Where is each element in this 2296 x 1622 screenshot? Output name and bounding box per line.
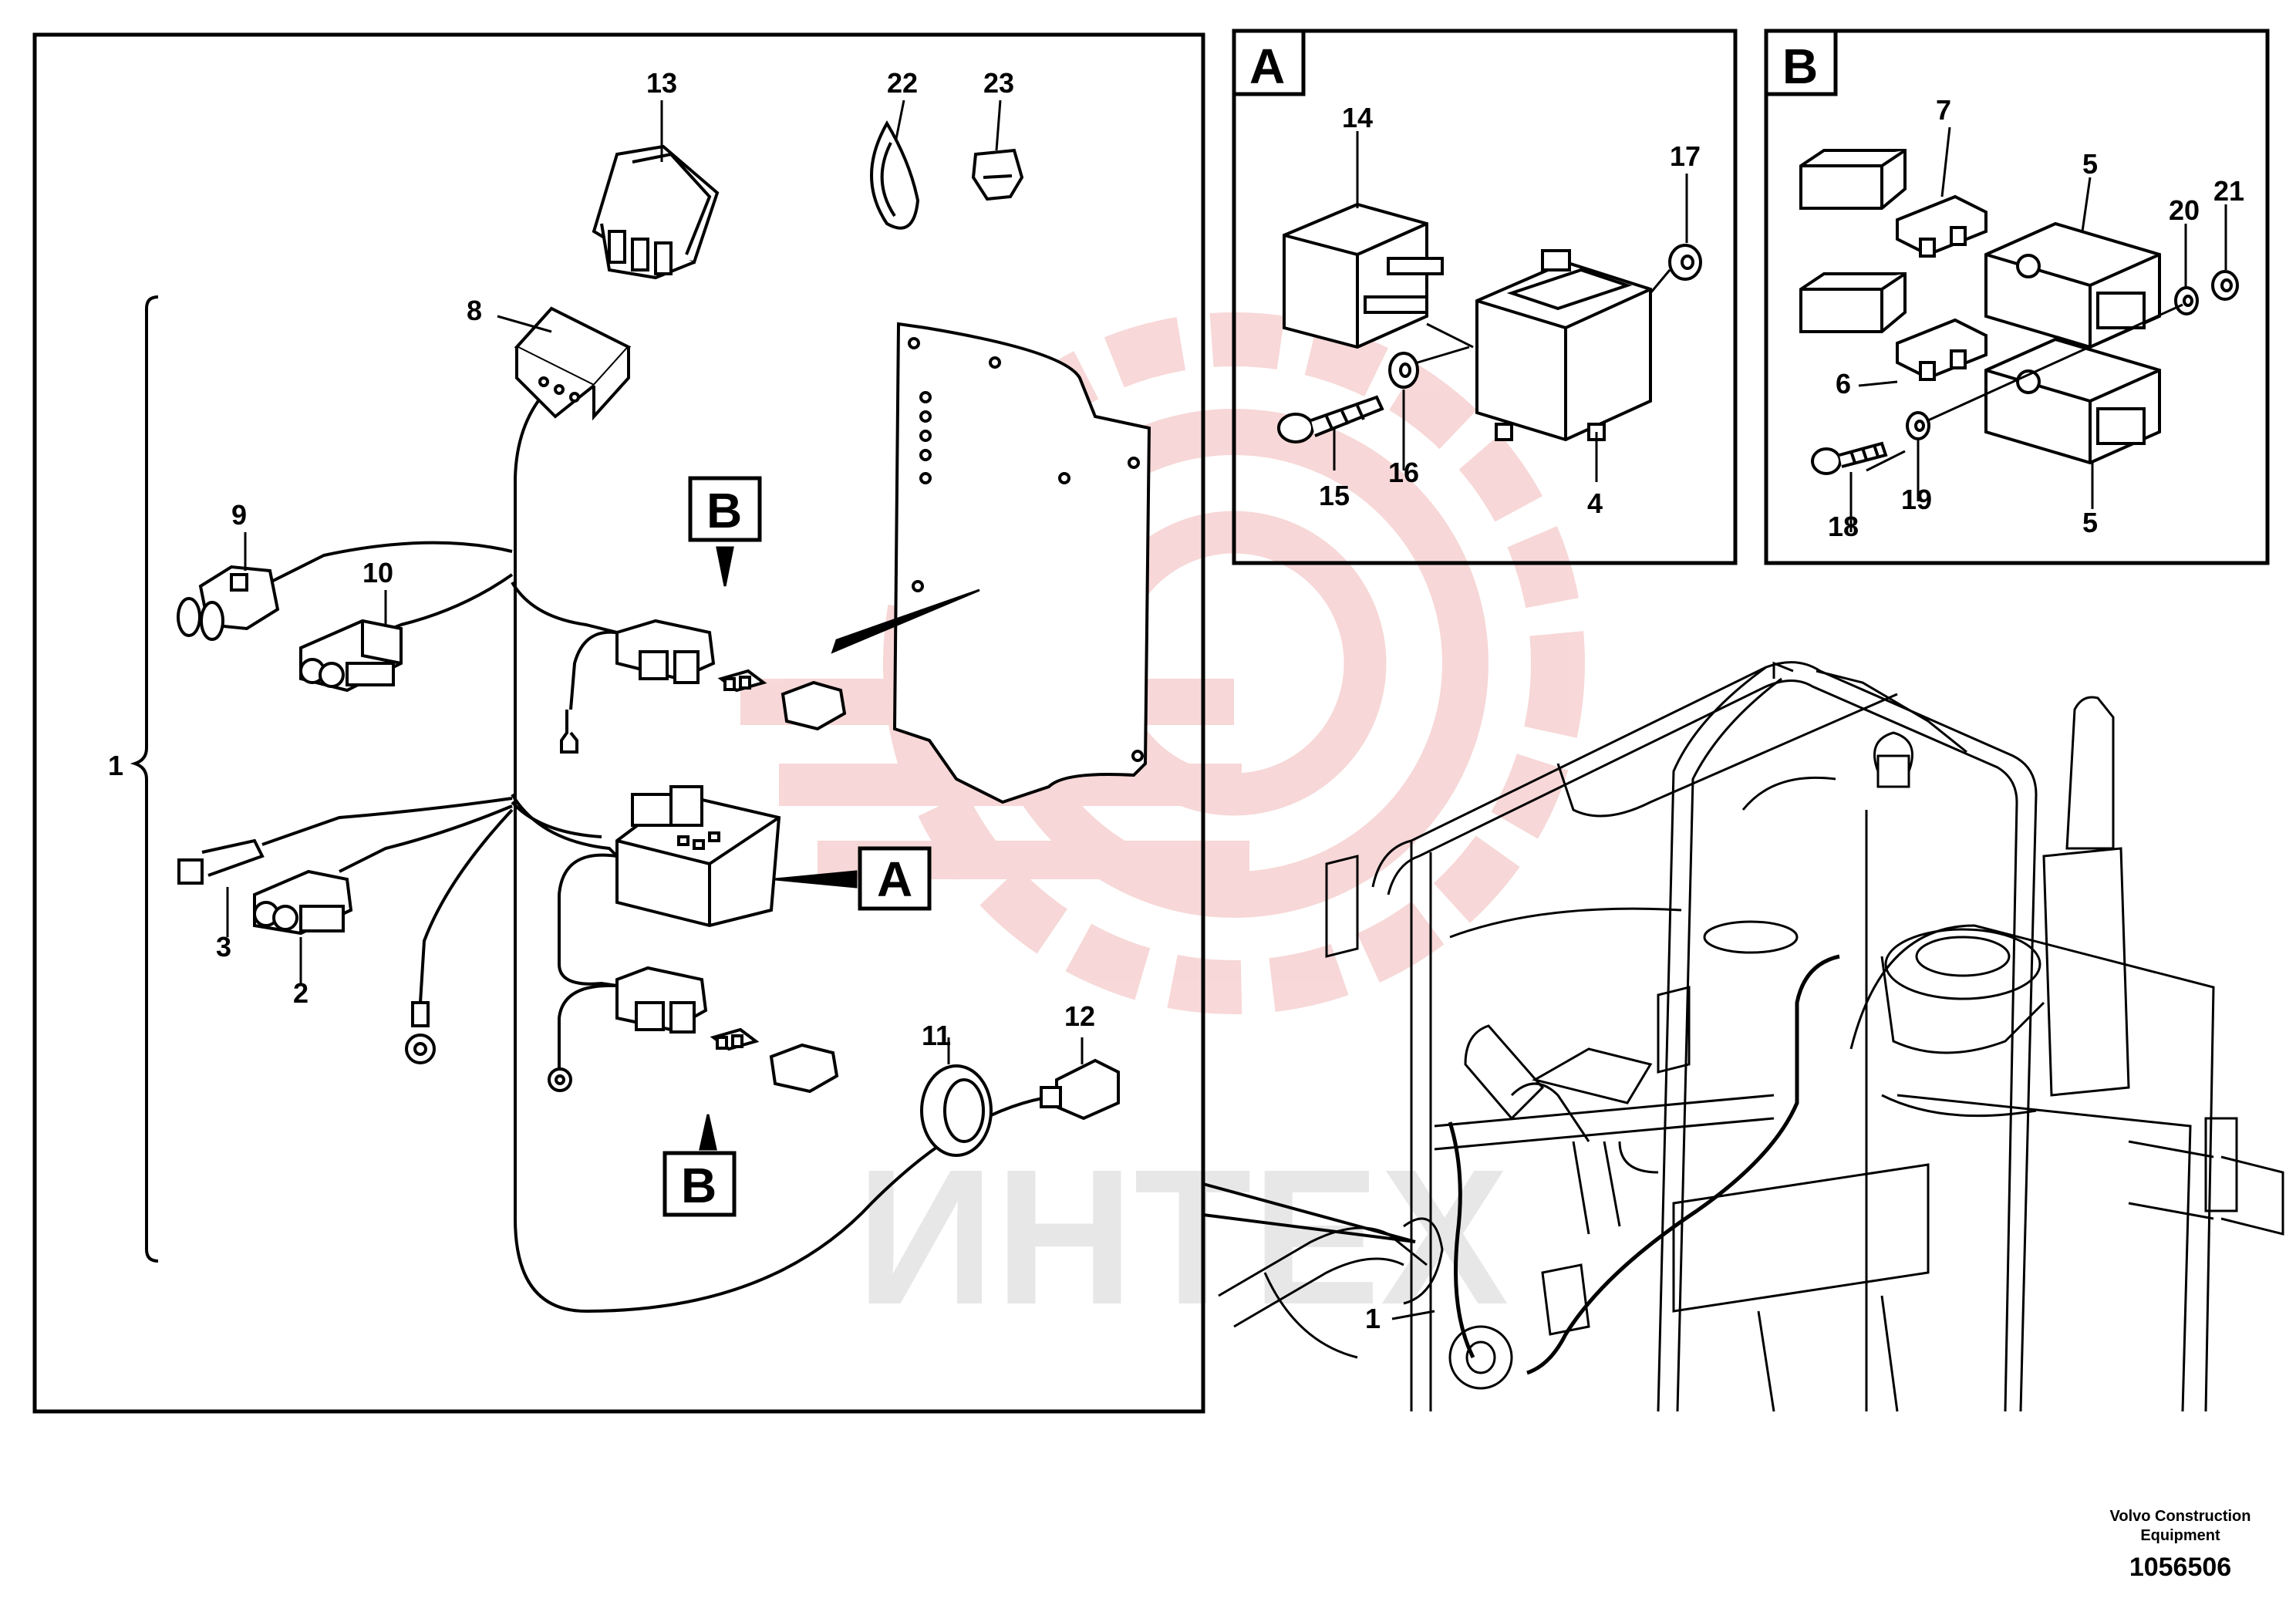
detail-ref-b-top: B [688, 476, 762, 542]
screw-part-15 [1277, 395, 1384, 443]
svg-text:A: A [877, 851, 912, 907]
publisher-credit-line1: Volvo Construction [2110, 1508, 2251, 1525]
ground-ring-terminal [405, 1001, 436, 1064]
svg-text:B: B [681, 1158, 716, 1213]
callout-17: 17 [1670, 140, 1701, 172]
callout-16: 16 [1388, 457, 1419, 488]
fuse-cover-top [781, 680, 847, 731]
callout-1-machine: 1 [1365, 1303, 1381, 1334]
machine-callout-leader [1391, 1310, 1435, 1320]
callout-10: 10 [362, 557, 393, 588]
bullet-connector-part-3 [177, 838, 265, 885]
nut-part-17 [1668, 244, 1702, 281]
fuse-cap-lower [1799, 272, 1907, 333]
callout-3: 3 [216, 931, 231, 963]
machine-frame-leader-2 [1202, 1213, 1416, 1243]
nut-part-21 [2211, 270, 2239, 301]
fuse-holder-connector-top [615, 619, 716, 684]
machine-harness-route [1448, 954, 1840, 1375]
callout-18: 18 [1828, 511, 1859, 542]
callout-leaders-main [226, 99, 1084, 1064]
callout-20: 20 [2169, 194, 2200, 226]
fuse-top [717, 669, 767, 693]
detail-ref-b-bottom: B [663, 1151, 737, 1217]
callout-21: 21 [2213, 175, 2244, 207]
cable-tie-part [870, 120, 920, 230]
main-harness-panel [32, 32, 1205, 1414]
fuse-holder-connector-bottom [615, 966, 708, 1034]
fuse-bottom [710, 1027, 760, 1051]
connector-part-9 [177, 565, 280, 641]
callout-11: 11 [922, 1020, 951, 1051]
callout-5-upper: 5 [2082, 148, 2098, 180]
push-clip-part [971, 148, 1024, 201]
inset-a-leaders [1333, 131, 1688, 482]
callout-13: 13 [646, 67, 677, 99]
sealed-connector-part [1040, 1058, 1120, 1121]
fuse-holder-5-lower [1984, 337, 2161, 465]
inset-a-frame [1232, 29, 1738, 565]
screw-part-18 [1811, 441, 1888, 475]
callout-15: 15 [1319, 480, 1350, 511]
fuse-box-connector-a [615, 785, 781, 928]
diagram-part-number: 1056506 [2129, 1553, 2231, 1582]
callout-8: 8 [467, 295, 482, 326]
inset-b-letter: B [1782, 39, 1818, 94]
ring-terminal-bottom [548, 1067, 572, 1092]
publisher-credit-line2: Equipment [2140, 1527, 2220, 1544]
fuse-part-6 [1896, 318, 1988, 381]
svg-text:B: B [706, 483, 742, 538]
callout-9: 9 [231, 499, 247, 531]
callout-5-lower: 5 [2082, 507, 2098, 538]
callout-14: 14 [1342, 102, 1373, 133]
mounting-plate [892, 322, 1151, 804]
inset-b-frame [1764, 29, 2270, 565]
plate-pointer-arrow [831, 588, 980, 654]
callout-1: 1 [108, 750, 123, 781]
connector-part-10 [299, 619, 403, 693]
relay-socket-part [1475, 249, 1652, 442]
callout-19: 19 [1901, 484, 1932, 515]
fuse-holder-5-upper [1984, 221, 2161, 349]
connector-part-2 [253, 869, 353, 936]
fuse-cap-upper [1799, 149, 1907, 210]
callout-22: 22 [887, 67, 918, 99]
washer-part-19 [1906, 411, 1930, 440]
callout-12: 12 [1064, 1000, 1095, 1032]
fuse-part-7 [1896, 194, 1988, 258]
callout-4: 4 [1587, 487, 1603, 519]
bottom-b-arrow [699, 1114, 717, 1151]
detail-ref-a-mid: A [858, 846, 932, 911]
callout-23: 23 [983, 67, 1014, 99]
fuse-cover-bottom [769, 1043, 839, 1094]
machine-frame-leader [1202, 1182, 1416, 1243]
harness-group-bracket [130, 295, 159, 1263]
cube-connector-part [514, 306, 632, 421]
top-b-arrow [716, 546, 734, 587]
relay-part [1283, 202, 1444, 349]
washer-part-20 [2174, 286, 2199, 315]
ring-terminal-top [560, 710, 578, 754]
loader-cab-illustration [1218, 661, 2284, 1412]
washer-part-16 [1388, 352, 1419, 389]
callout-2: 2 [293, 977, 308, 1009]
callout-7: 7 [1936, 94, 1951, 126]
grommet-part [920, 1064, 993, 1157]
rocker-switch-part [592, 144, 720, 280]
callout-6: 6 [1836, 368, 1851, 400]
inset-a-letter: A [1249, 39, 1285, 94]
connector-a-arrow [774, 870, 858, 889]
inset-b-leaders [1849, 126, 2227, 532]
